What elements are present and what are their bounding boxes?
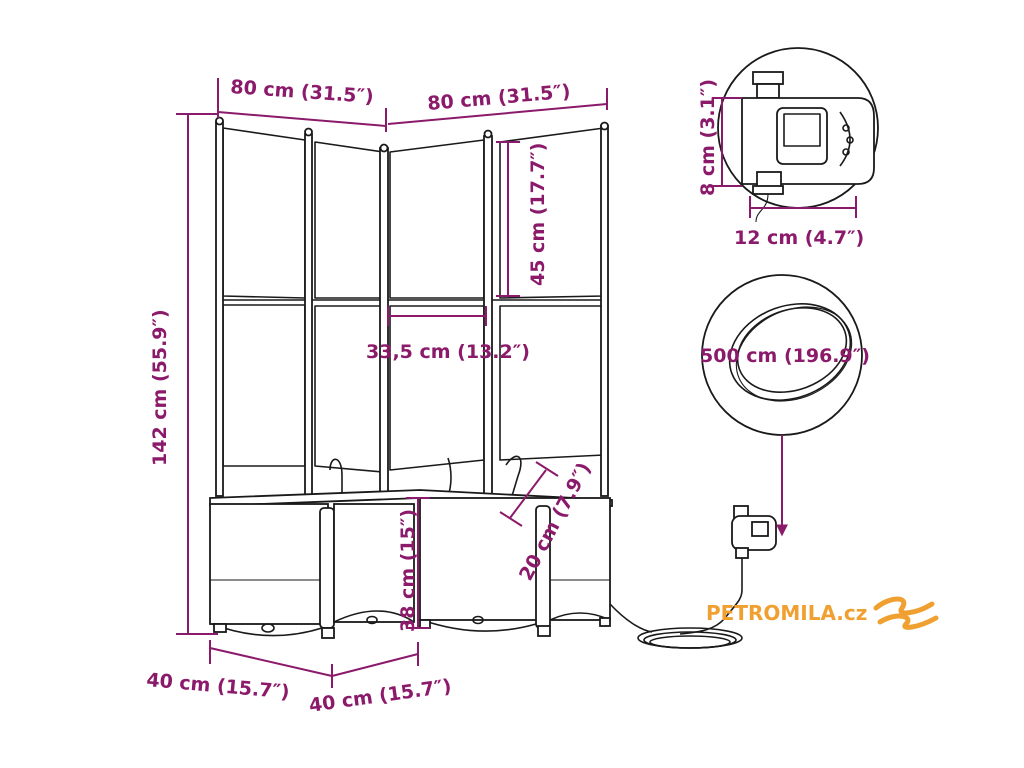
planter-box-icon xyxy=(209,489,613,639)
dim-planter-inner: 33,5 cm (13.2″) xyxy=(366,341,530,363)
dim-timer-height: 8 cm (3.1″) xyxy=(697,79,719,196)
dim-total-height: 142 cm (55.9″) xyxy=(149,309,171,466)
brand-name: PETROMILA.cz xyxy=(706,601,867,625)
water-timer-icon xyxy=(717,47,879,223)
dim-base-depth-right: 40 cm (15.7″) xyxy=(308,675,453,717)
dim-top-width-left: 80 cm (31.5″) xyxy=(230,76,375,108)
brand-swoosh-icon xyxy=(873,596,939,630)
dim-base-depth-left: 40 cm (15.7″) xyxy=(146,669,291,703)
dim-hose-length: 500 cm (196.9″) xyxy=(700,345,870,367)
trellis xyxy=(215,116,609,497)
connected-timer xyxy=(609,505,777,649)
dim-planter-height: 38 cm (15″) xyxy=(397,509,419,632)
dim-timer-width: 12 cm (4.7″) xyxy=(734,227,864,249)
dim-trellis-section: 45 cm (17.7″) xyxy=(527,143,549,286)
brand-logo: PETROMILA.cz xyxy=(706,596,939,630)
dimension-lines xyxy=(176,78,857,688)
